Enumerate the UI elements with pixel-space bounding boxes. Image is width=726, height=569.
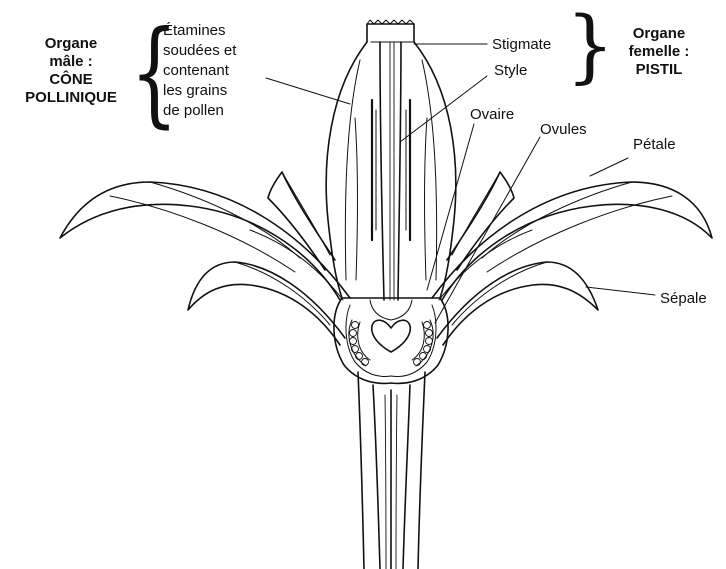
description-line: contenant — [163, 61, 236, 81]
petal-right — [432, 182, 712, 300]
leader-cone — [266, 78, 350, 104]
description-line: Étamines — [163, 21, 236, 41]
female-title-line: Organe — [600, 25, 718, 43]
label-ovules: Ovules — [540, 120, 587, 139]
ovary — [334, 298, 448, 383]
stamen-description: Étamines soudées et contenant les grains… — [163, 21, 236, 121]
female-title-line: PISTIL — [600, 61, 718, 79]
stem — [358, 372, 425, 569]
label-sepale: Sépale — [660, 289, 707, 308]
leader-sepale — [586, 287, 655, 295]
pollen-cone — [326, 42, 456, 298]
male-organ-title: Organe mâle : CÔNE POLLINIQUE — [12, 35, 130, 107]
description-line: de pollen — [163, 101, 236, 121]
male-title-line: POLLINIQUE — [12, 89, 130, 107]
description-line: soudées et — [163, 41, 236, 61]
petal-left — [60, 182, 350, 300]
label-petale: Pétale — [633, 135, 676, 154]
label-ovaire: Ovaire — [470, 105, 514, 124]
male-title-line: CÔNE — [12, 71, 130, 89]
leader-ovules — [435, 137, 540, 323]
label-style: Style — [494, 61, 527, 80]
leader-petale — [590, 158, 628, 176]
description-line: les grains — [163, 81, 236, 101]
female-organ-title: Organe femelle : PISTIL — [600, 25, 718, 79]
male-title-line: mâle : — [12, 53, 130, 71]
pistil-style — [367, 20, 414, 300]
male-title-line: Organe — [12, 35, 130, 53]
label-stigmate: Stigmate — [492, 35, 551, 54]
female-title-line: femelle : — [600, 43, 718, 61]
